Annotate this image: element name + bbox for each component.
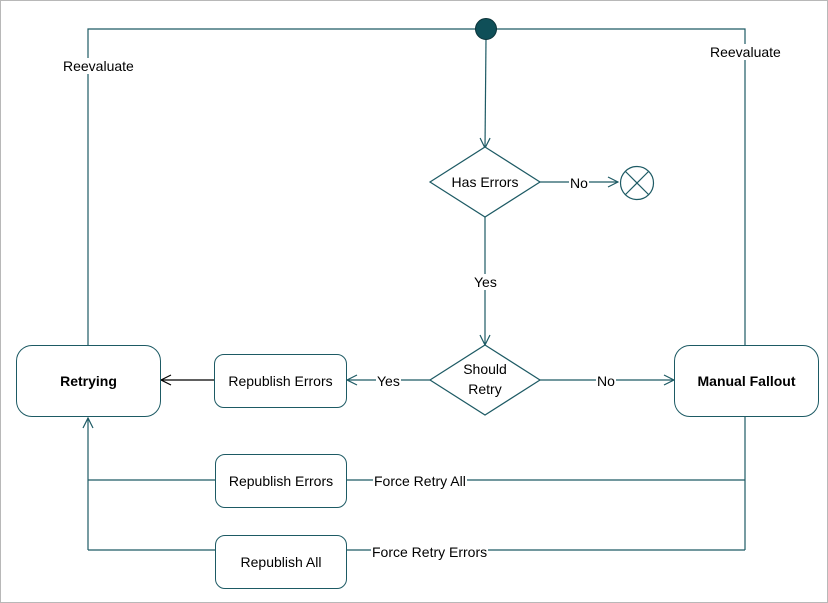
republish-errors-top-action: Republish Errors [214, 354, 347, 408]
edge-label-reevaluate-right: Reevaluate [709, 44, 782, 60]
republish-all-label: Republish All [240, 554, 322, 570]
should-retry-line-2: Retry [468, 381, 502, 397]
republish-errors-bottom-label: Republish Errors [228, 473, 334, 489]
manual-fallout-label: Manual Fallout [697, 373, 796, 389]
republish-errors-top-label: Republish Errors [228, 373, 333, 389]
retrying-label: Retrying [60, 373, 117, 389]
retrying-state: Retrying [16, 345, 161, 417]
edge-label-force-retry-errors: Force Retry Errors [371, 544, 489, 560]
edge-top-loop [87, 28, 746, 345]
edge-label-should-retry-yes: Yes [376, 373, 401, 389]
has-errors-label: Has Errors [451, 174, 519, 190]
should-retry-line-1: Should [463, 361, 507, 377]
republish-all-action: Republish All [215, 535, 347, 589]
edge-label-has-errors-yes: Yes [473, 274, 498, 290]
edge-label-reevaluate-left: Reevaluate [62, 58, 135, 74]
edge-label-should-retry-no: No [596, 373, 616, 389]
edge-label-force-retry-all: Force Retry All [373, 473, 467, 489]
should-retry-diamond [428, 344, 542, 416]
edge-label-has-errors-no: No [569, 175, 589, 191]
has-errors-diamond [428, 146, 542, 218]
edge-start-to-has-errors [485, 38, 486, 148]
final-node-icon [619, 165, 655, 201]
republish-errors-bottom-action: Republish Errors [215, 454, 347, 508]
start-node-icon [475, 18, 497, 40]
manual-fallout-state: Manual Fallout [674, 345, 819, 417]
should-retry-label: Should Retry [431, 359, 539, 399]
